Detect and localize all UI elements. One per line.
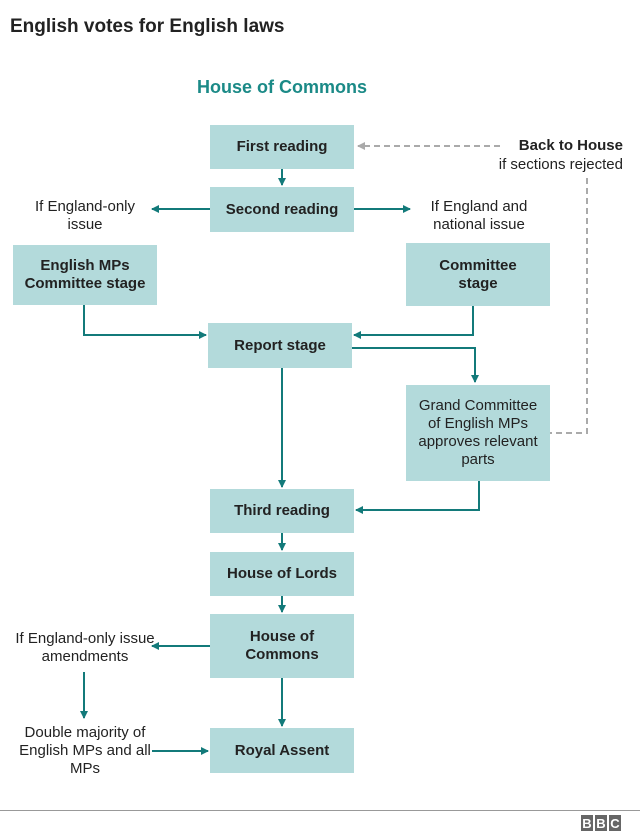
note-england-only: If England-only issue — [34, 198, 136, 233]
dashed-line-from-grand — [550, 178, 588, 434]
arrow-committee-to-report — [353, 306, 474, 339]
bbc-logo: B B C — [581, 815, 621, 831]
box-third-reading: Third reading — [210, 489, 354, 533]
chart-title: English votes for English laws — [10, 16, 285, 37]
box-report-stage: Report stage — [208, 323, 352, 368]
box-second-reading: Second reading — [210, 187, 354, 232]
box-first-reading: First reading — [210, 125, 354, 169]
box-house-of-commons: House of Commons — [210, 614, 354, 678]
note-double-majority: Double majority of English MPs and all M… — [19, 724, 151, 777]
logo-letter: B — [595, 815, 607, 831]
box-grand-committee: Grand Committee of English MPs approves … — [406, 385, 550, 481]
arrow-english-committee-to-report — [83, 305, 207, 339]
box-royal-assent: Royal Assent — [210, 728, 354, 773]
logo-letter: C — [609, 815, 621, 831]
arrow-grand-to-third — [355, 481, 480, 514]
logo-letter: B — [581, 815, 593, 831]
note-england-only-amendments: If England-only issue amendments — [15, 630, 155, 665]
subtitle: House of Commons — [196, 77, 367, 97]
box-english-mps-committee: English MPs Committee stage — [13, 245, 157, 305]
box-committee-stage: Committee stage — [406, 243, 550, 306]
arrow-report-to-grand — [352, 347, 479, 383]
note-if-sections-rejected: if sections rejected — [498, 156, 623, 173]
note-england-and-national: If England and national issue — [430, 198, 528, 233]
note-back-to-house: Back to House — [518, 137, 623, 154]
box-house-of-lords: House of Lords — [210, 552, 354, 596]
footer-divider — [0, 810, 640, 811]
